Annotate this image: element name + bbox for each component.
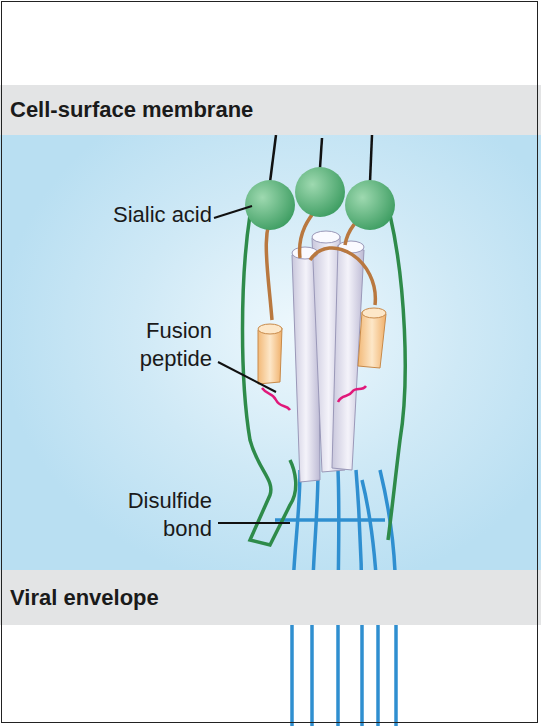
membrane-label: Viral envelope: [10, 585, 159, 611]
membrane-band: Cell-surface membrane: [0, 85, 541, 135]
part-label: Disulfide bond: [92, 487, 212, 543]
part-label: Sialic acid: [102, 201, 212, 229]
membrane-label: Cell-surface membrane: [10, 97, 253, 123]
membrane-band: Viral envelope: [0, 570, 541, 625]
part-label: Fusion peptide: [102, 317, 212, 373]
